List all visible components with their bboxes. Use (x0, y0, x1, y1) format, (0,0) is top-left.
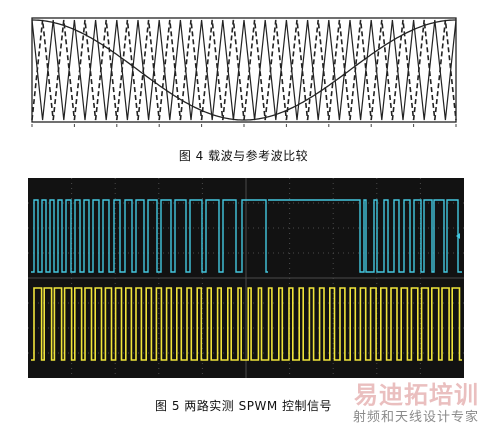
carrier-wave-dashed (31, 19, 457, 121)
axis-ticks (31, 124, 457, 127)
reference-wave (32, 19, 456, 121)
oscilloscope-capture (28, 178, 464, 378)
carrier-wave-solid (31, 19, 457, 121)
figure-border (31, 17, 457, 123)
channel-2-trace (31, 287, 462, 361)
channel-1-marker-icon (456, 233, 460, 239)
figure-4-caption: 图 4 载波与参考波比较 (178, 149, 309, 163)
figure-5-caption: 图 5 两路实测 SPWM 控制信号 (155, 399, 332, 413)
channel-1-trace (31, 199, 462, 273)
carrier-reference-figure (31, 17, 457, 127)
